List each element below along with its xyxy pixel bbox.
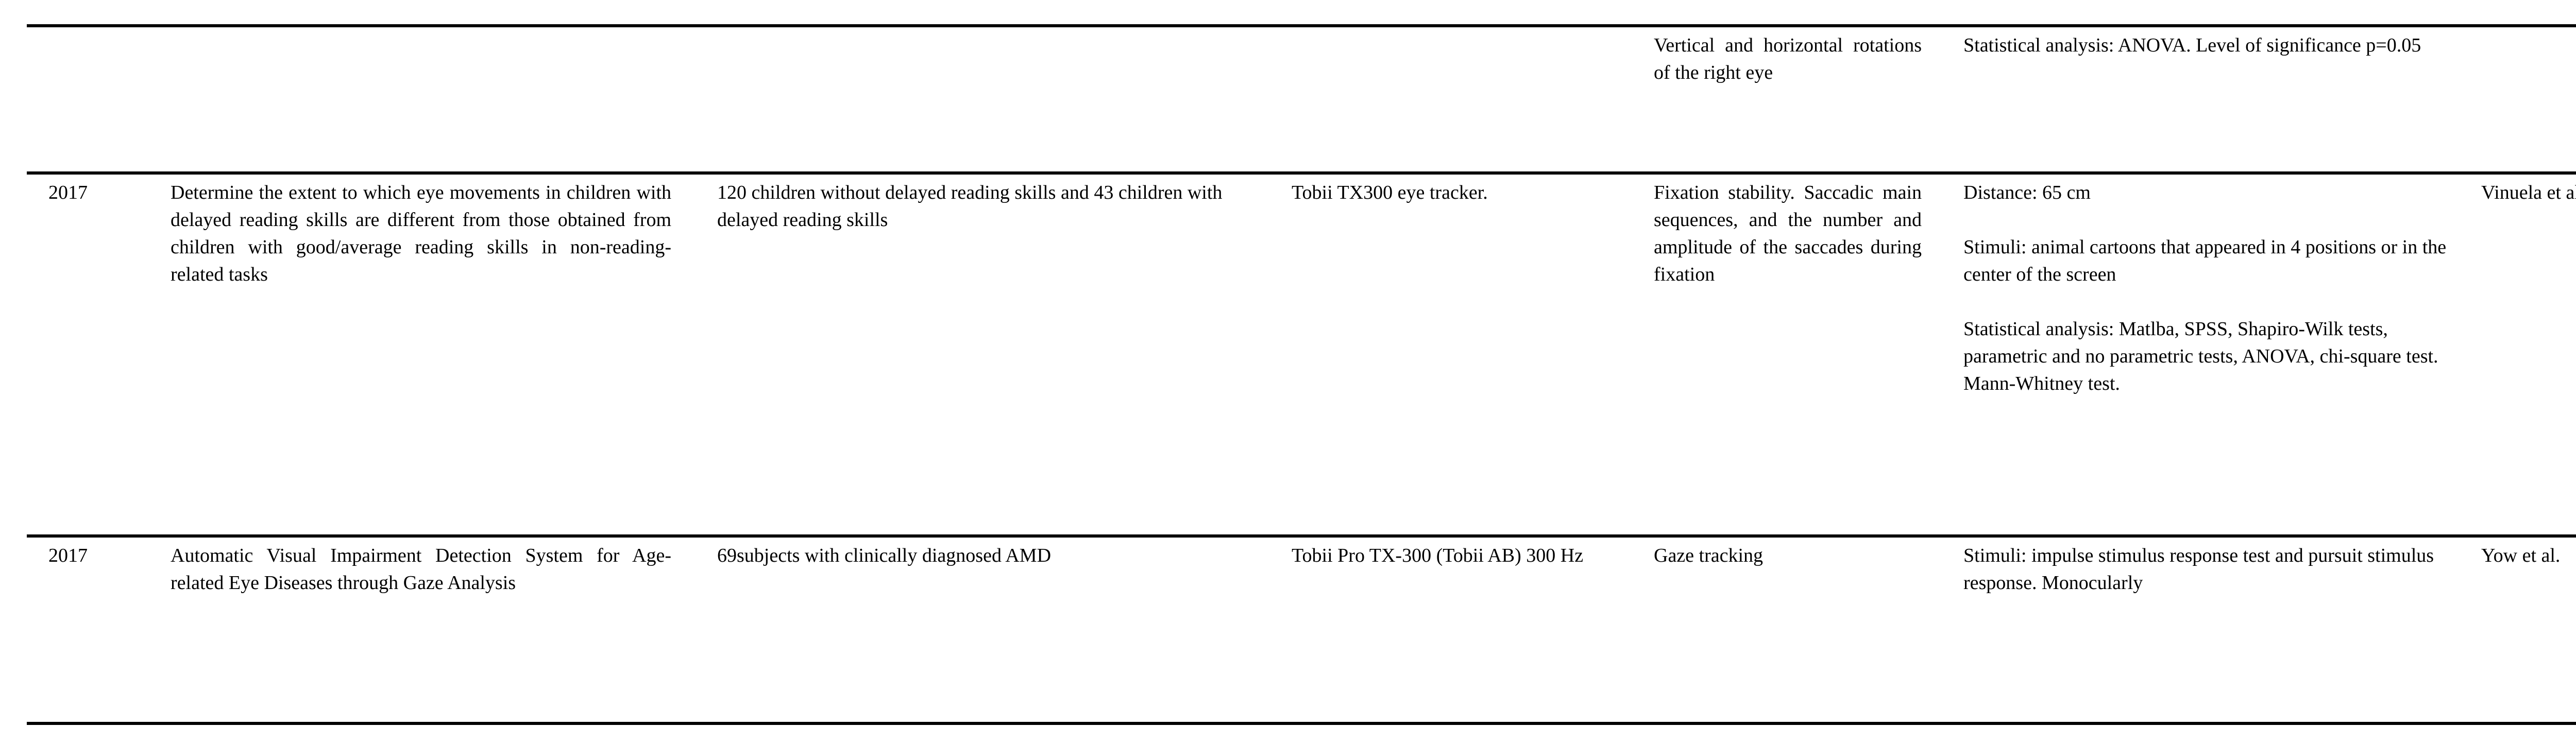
- table-rule-after-row-0: [27, 171, 2576, 175]
- table-rule-top: [27, 24, 2576, 27]
- details-paragraph: Statistical analysis: Matlba, SPSS, Shap…: [1963, 318, 2438, 394]
- table-rule-after-row-1: [27, 534, 2576, 538]
- objective-text: Determine the extent to which eye moveme…: [171, 182, 671, 285]
- metrics-text: Vertical and horizontal rotations of the…: [1654, 34, 1922, 83]
- table-row: 2017 Automatic Visual Impairment Detecti…: [27, 542, 2576, 597]
- objective-text: Automatic Visual Impairment Detection Sy…: [171, 545, 671, 594]
- cell-metrics: Fixation stability. Saccadic main sequen…: [1631, 179, 1939, 288]
- cell-metrics: Gaze tracking: [1631, 542, 1939, 569]
- cell-details: Distance: 65 cm Stimuli: animal cartoons…: [1939, 179, 2468, 397]
- cell-participants: 69subjects with clinically diagnosed AMD: [698, 542, 1270, 569]
- details-text: Stimuli: impulse stimulus response test …: [1963, 542, 2458, 597]
- cell-details: Statistical analysis: ANOVA. Level of si…: [1939, 32, 2468, 59]
- cell-authors: Vinuela et al.: [2468, 179, 2576, 206]
- details-paragraph: Distance: 65 cm: [1963, 182, 2091, 203]
- year-text: 2017: [48, 182, 88, 203]
- metrics-text: Fixation stability. Saccadic main sequen…: [1654, 182, 1922, 285]
- details-paragraph: Statistical analysis: ANOVA. Level of si…: [1963, 34, 2421, 56]
- details-paragraph: Stimuli: impulse stimulus response test …: [1963, 545, 2434, 594]
- table-row: Vertical and horizontal rotations of the…: [27, 32, 2576, 86]
- cell-objective: Automatic Visual Impairment Detection Sy…: [164, 542, 698, 597]
- metrics-text: Gaze tracking: [1654, 545, 1764, 566]
- cell-participants: 120 children without delayed reading ski…: [698, 179, 1270, 234]
- year-text: 2017: [48, 545, 88, 566]
- cell-objective: Determine the extent to which eye moveme…: [164, 179, 698, 288]
- device-text: Tobii Pro TX-300 (Tobii AB) 300 Hz: [1292, 545, 1584, 566]
- participants-text: 120 children without delayed reading ski…: [717, 182, 1223, 231]
- cell-metrics: Vertical and horizontal rotations of the…: [1631, 32, 1939, 86]
- details-paragraph: Stimuli: animal cartoons that appeared i…: [1963, 236, 2447, 285]
- cell-authors: Yow et al.: [2468, 542, 2576, 569]
- table-rule-bottom: [27, 722, 2576, 725]
- details-text: Statistical analysis: ANOVA. Level of si…: [1963, 32, 2458, 59]
- cell-year: 2017: [27, 542, 164, 569]
- device-text: Tobii TX300 eye tracker.: [1292, 182, 1488, 203]
- cell-device: Tobii TX300 eye tracker.: [1270, 179, 1631, 206]
- participants-text: 69subjects with clinically diagnosed AMD: [717, 545, 1052, 566]
- cell-device: Tobii Pro TX-300 (Tobii AB) 300 Hz: [1270, 542, 1631, 569]
- cell-details: Stimuli: impulse stimulus response test …: [1939, 542, 2468, 597]
- authors-text: Yow et al.: [2481, 545, 2561, 566]
- authors-text: Vinuela et al.: [2481, 182, 2576, 203]
- details-text: Distance: 65 cm Stimuli: animal cartoons…: [1963, 179, 2458, 397]
- cell-year: 2017: [27, 179, 164, 206]
- table-row: 2017 Determine the extent to which eye m…: [27, 179, 2576, 397]
